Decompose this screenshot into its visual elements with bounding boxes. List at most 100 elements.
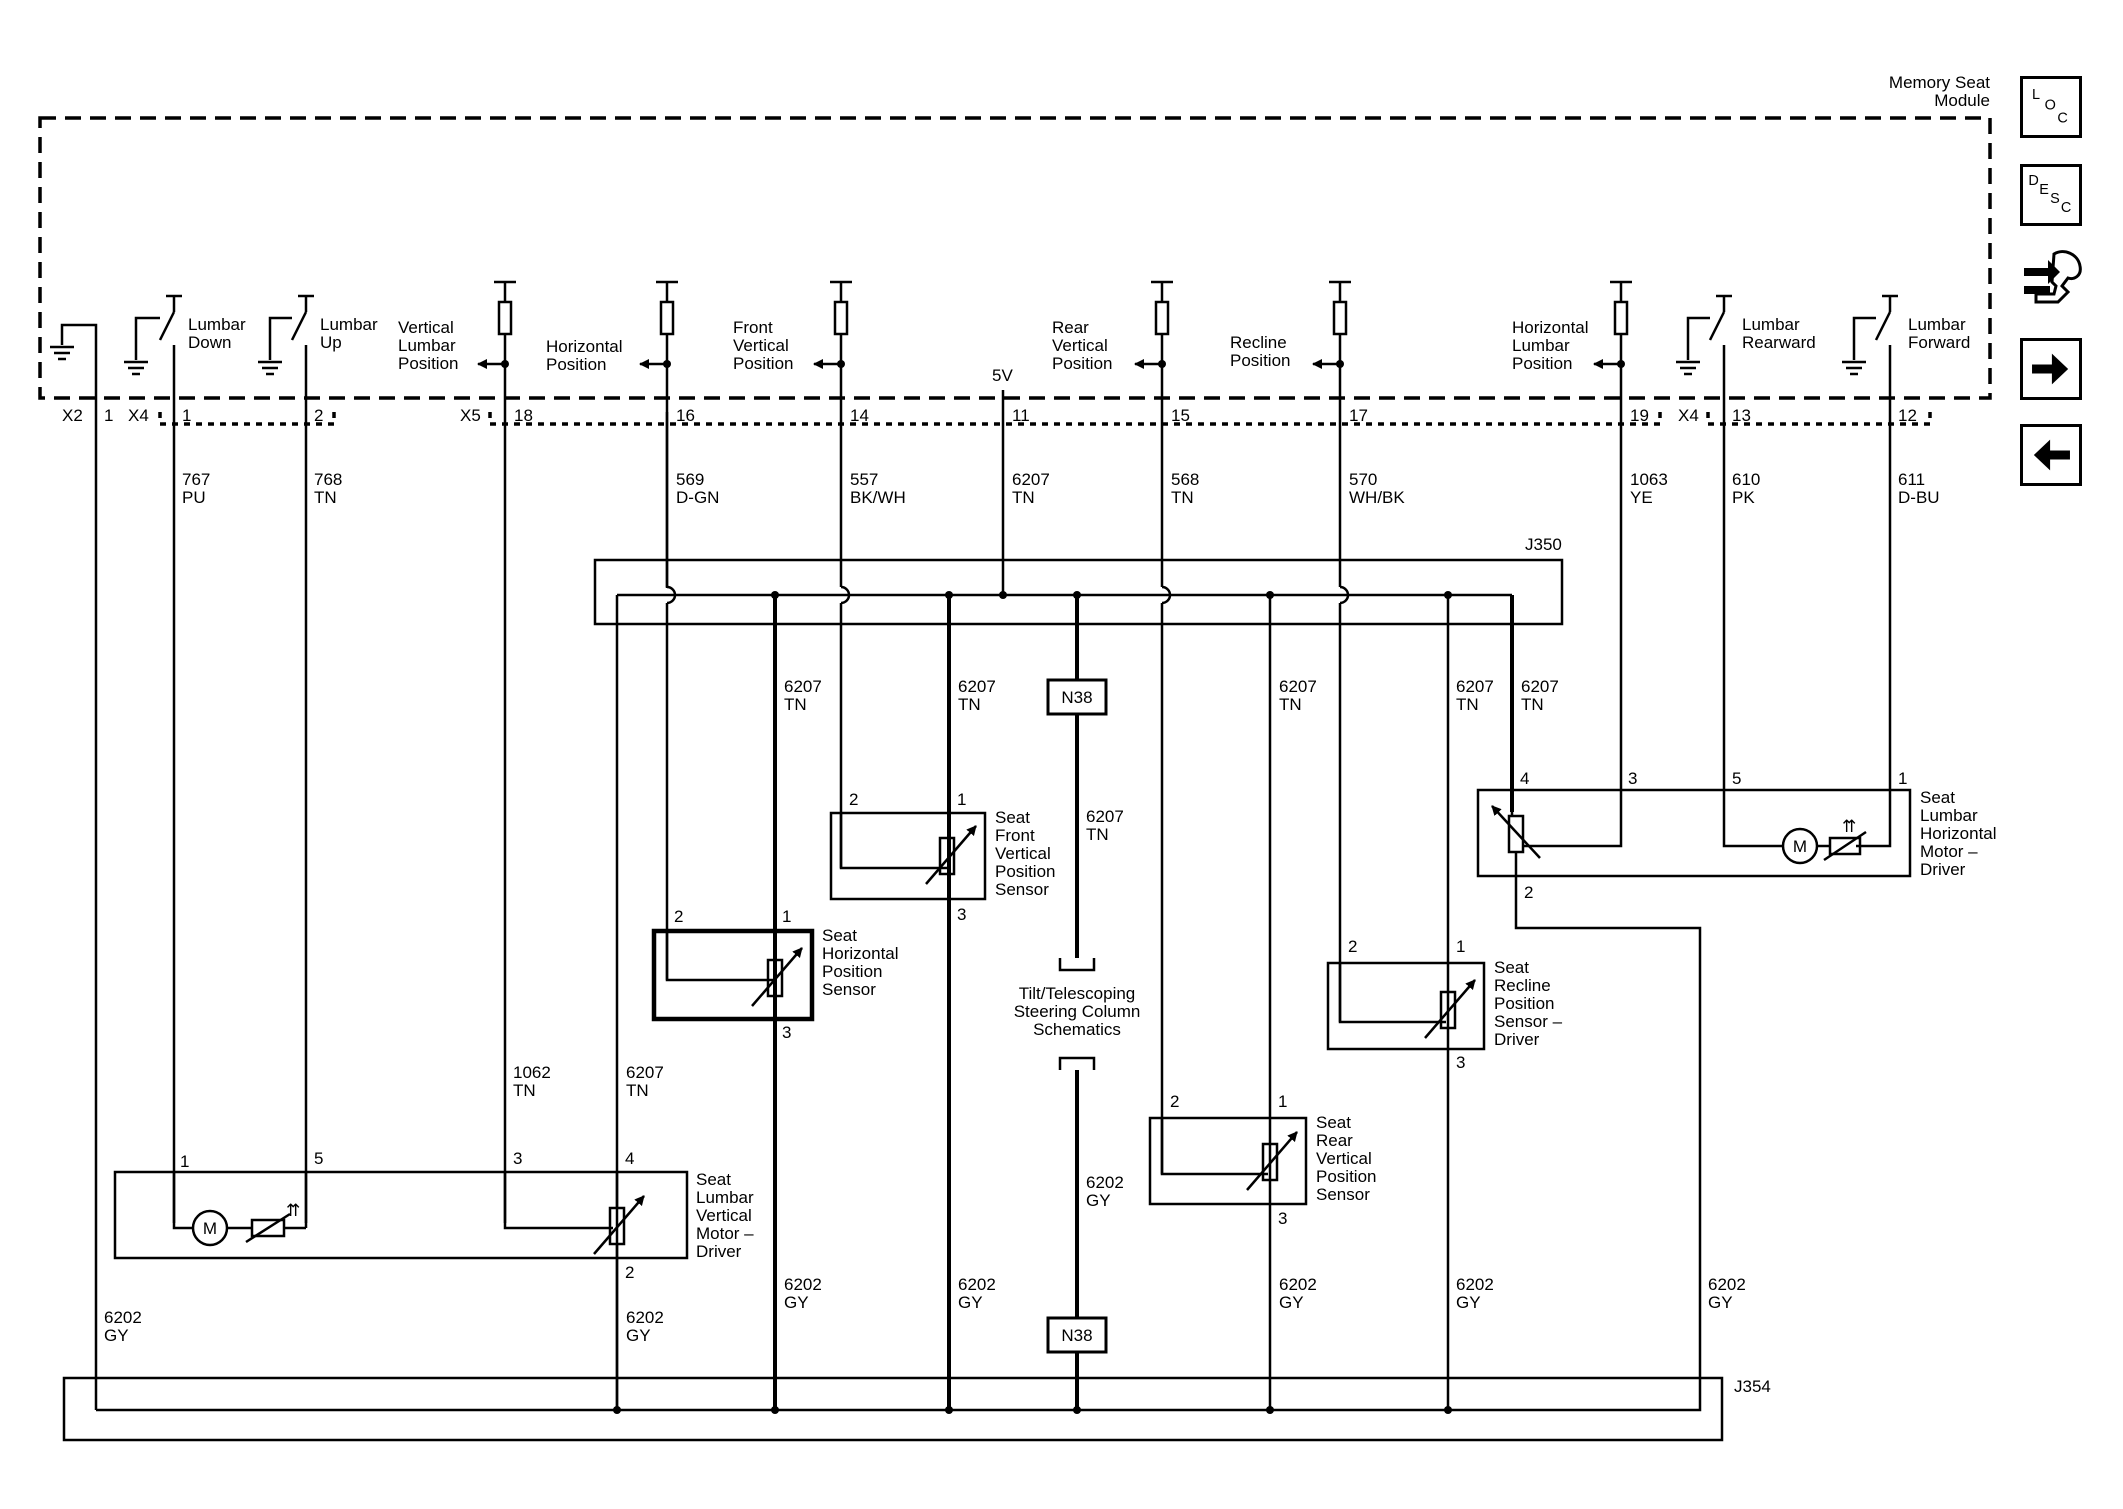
seat-front-vertical-position-sensor (829, 811, 987, 901)
pin-x4-1: 1 (182, 406, 191, 425)
front-vertical-label-1: Front (733, 318, 773, 337)
fv-label-5: Sensor (995, 880, 1049, 899)
wire-611 (1856, 412, 1892, 848)
wire-611-color: D-BU (1898, 488, 1940, 507)
pin-x5-18: 18 (514, 406, 533, 425)
switch-lumbar-down (124, 294, 182, 412)
wire-6207-e-color: TN (1456, 695, 1479, 714)
wire-6207-d-color: TN (1279, 695, 1302, 714)
next-page-button[interactable] (2020, 338, 2082, 400)
wire-6202-a-num: 6202 (104, 1308, 142, 1327)
lh-label-4: Motor – (1920, 842, 1978, 861)
wire-6207-top-num: 6207 (1012, 470, 1050, 489)
vertical-lumbar-label-2: Lumbar (398, 336, 456, 355)
lumbar-rearward-label-1: Lumbar (1742, 315, 1800, 334)
connector-x4-right-outline (1706, 412, 1932, 426)
hs-pin-3: 3 (782, 1023, 791, 1042)
internal-recline-position (1312, 280, 1351, 412)
wire-557-num: 557 (850, 470, 878, 489)
pin-x2-1: 1 (104, 406, 113, 425)
fv-pin-2: 2 (849, 790, 858, 809)
wire-6207-d-num: 6207 (1279, 677, 1317, 696)
previous-page-button[interactable] (2020, 424, 2082, 486)
vertical-lumbar-label-1: Vertical (398, 318, 454, 337)
lumbar-vertical-motor-m: M (203, 1219, 217, 1238)
tilt-ref-line2: Steering Column (1014, 1002, 1141, 1021)
lv-label-1: Seat (696, 1170, 731, 1189)
rear-vertical-label-2: Vertical (1052, 336, 1108, 355)
lh-label-5: Driver (1920, 860, 1966, 879)
pin-x5-16: 16 (676, 406, 695, 425)
lumbar-forward-label-1: Lumbar (1908, 315, 1966, 334)
fv-label-1: Seat (995, 808, 1030, 827)
internal-vertical-lumbar-position (477, 280, 516, 412)
fv-pin-1: 1 (957, 790, 966, 809)
wire-6207-g-color: TN (626, 1081, 649, 1100)
rs-pin-1: 1 (1456, 937, 1465, 956)
fv-label-2: Front (995, 826, 1035, 845)
pin-x5-19: 19 (1630, 406, 1649, 425)
rv-label-3: Vertical (1316, 1149, 1372, 1168)
wire-1063 (1524, 412, 1623, 848)
wire-569-num: 569 (676, 470, 704, 489)
connector-n38-top-label: N38 (1061, 688, 1092, 707)
wire-6207-f-color: TN (1521, 695, 1544, 714)
lumbar-up-label-1: Lumbar (320, 315, 378, 334)
hs-label-1: Seat (822, 926, 857, 945)
lh-pin-3: 3 (1628, 769, 1637, 788)
wire-6207-b-color: TN (958, 695, 981, 714)
lumbar-vertical-motor-arrows: ⇈ (286, 1201, 300, 1220)
lv-pin-2: 2 (625, 1263, 634, 1282)
connector-n38-bottom (1046, 1316, 1108, 1354)
loc-letter-c: C (2057, 110, 2067, 126)
lumbar-down-label-2: Down (188, 333, 231, 352)
loc-letter-o: O (2045, 98, 2056, 114)
desc-button[interactable]: D E S C (2020, 164, 2082, 226)
wire-610-num: 610 (1732, 470, 1760, 489)
wire-6207-a-color: TN (784, 695, 807, 714)
pin-x4-12: 12 (1898, 406, 1917, 425)
rv-label-2: Rear (1316, 1131, 1353, 1150)
rv-label-1: Seat (1316, 1113, 1351, 1132)
seat-recline-position-sensor (1326, 961, 1486, 1051)
tilt-ref-gap (1040, 958, 1114, 1070)
wire-768-num: 768 (314, 470, 342, 489)
loc-letter-l: L (2032, 87, 2040, 103)
fv-label-4: Position (995, 862, 1055, 881)
hs-label-3: Position (822, 962, 882, 981)
switch-lumbar-forward (1842, 294, 1898, 412)
wire-557-color: BK/WH (850, 488, 906, 507)
splice-j354-label: J354 (1734, 1377, 1771, 1396)
wire-570-color: WH/BK (1349, 488, 1405, 507)
rear-vertical-label-3: Position (1052, 354, 1112, 373)
loc-button[interactable]: L O C (2020, 76, 2082, 138)
rv-label-5: Sensor (1316, 1185, 1370, 1204)
lumbar-horizontal-motor-m: M (1793, 837, 1807, 856)
lv-pin-4: 4 (625, 1149, 634, 1168)
splice-j350-label: J350 (1525, 535, 1562, 554)
wire-6202-f-num: 6202 (1279, 1275, 1317, 1294)
rs-pin-2: 2 (1348, 937, 1357, 956)
wire-6202-lumbar-horizontal (1514, 876, 1702, 1386)
module-ground (50, 323, 98, 412)
wire-6202-a-color: GY (104, 1326, 129, 1345)
wire-610-color: PK (1732, 488, 1755, 507)
seat-rear-vertical-position-sensor (1148, 1116, 1308, 1206)
pin-x5-14: 14 (850, 406, 869, 425)
j354-bus (96, 1386, 1702, 1412)
wrench-connector-icon[interactable] (2018, 246, 2084, 306)
wire-768-color: TN (314, 488, 337, 507)
lh-pin-2: 2 (1524, 883, 1533, 902)
hs-label-4: Sensor (822, 980, 876, 999)
hs-pin-1: 1 (782, 907, 791, 926)
wire-570-num: 570 (1349, 470, 1377, 489)
switch-lumbar-up (258, 294, 314, 412)
seat-lumbar-horizontal-motor (1476, 788, 1912, 878)
fv-label-3: Vertical (995, 844, 1051, 863)
pin-x5-11: 11 (1012, 406, 1030, 425)
wire-569-color: D-GN (676, 488, 719, 507)
wire-6207-b-num: 6207 (958, 677, 996, 696)
pin-x5-17: 17 (1349, 406, 1368, 425)
desc-letter-s: S (2050, 191, 2060, 207)
horizontal-lumbar-label-1: Horizontal (1512, 318, 1589, 337)
